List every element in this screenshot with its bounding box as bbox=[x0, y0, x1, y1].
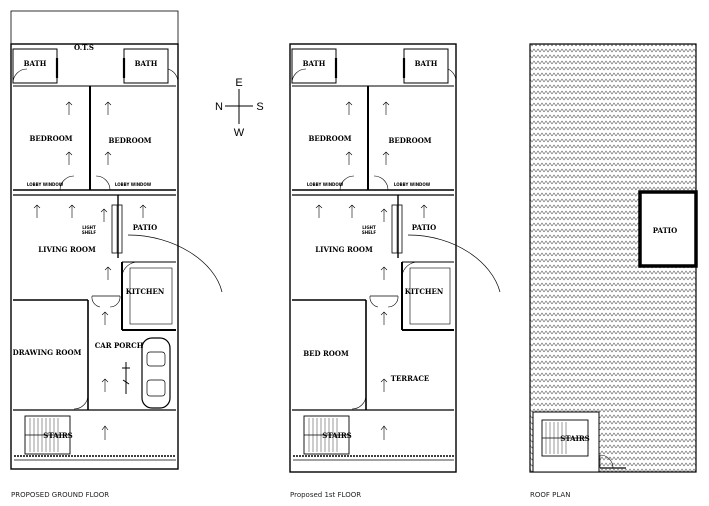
roof-plan-caption: ROOF PLAN bbox=[530, 491, 570, 499]
ground-kitchen-label: KITCHEN bbox=[126, 287, 165, 296]
compass-n: N bbox=[215, 101, 223, 113]
ground-bath-right-label: BATH bbox=[135, 59, 158, 68]
ground-drawing-label: DRAWING ROOM bbox=[13, 348, 82, 357]
first-living-label: LIVING ROOM bbox=[315, 245, 373, 254]
ground-bath-left-label: BATH bbox=[24, 59, 47, 68]
outer-wall bbox=[10, 43, 179, 470]
compass-w: W bbox=[234, 127, 245, 139]
first-window-right-label: LOBBY WINDOW bbox=[394, 182, 431, 187]
ground-car-porch-label: CAR PORCH bbox=[95, 341, 144, 350]
ground-living-label: LIVING ROOM bbox=[38, 245, 96, 254]
first-terrace-label: TERRACE bbox=[391, 374, 430, 383]
outer-wall-first bbox=[289, 43, 457, 473]
first-bath-right-label: BATH bbox=[415, 59, 438, 68]
compass-e: E bbox=[235, 77, 242, 89]
ground-floor-plan bbox=[10, 10, 223, 470]
ground-bedroom-right-label: BEDROOM bbox=[108, 136, 151, 145]
ground-stairs-label: STAIRS bbox=[43, 431, 72, 440]
roof-plan bbox=[529, 43, 698, 473]
ground-ots-label: O.T.S bbox=[74, 43, 94, 52]
first-bedroom-right-label: BEDROOM bbox=[388, 136, 431, 145]
ground-light-shelf-label-2: SHELF bbox=[82, 230, 97, 235]
first-floor-plan bbox=[289, 43, 501, 473]
first-floor-labels: BATH BATH BEDROOM BEDROOM LOBBY WINDOW L… bbox=[290, 59, 444, 499]
ground-window-left-label: LOBBY WINDOW bbox=[27, 182, 64, 187]
first-patio-label: PATIO bbox=[412, 223, 436, 232]
first-bath-left-label: BATH bbox=[303, 59, 326, 68]
first-light-shelf-label-2: SHELF bbox=[362, 230, 377, 235]
roof-patio-label: PATIO bbox=[653, 226, 677, 235]
ground-light-shelf-label: LIGHT bbox=[82, 225, 96, 230]
first-bedroom-left-label: BEDROOM bbox=[308, 134, 351, 143]
roof-plan-labels: PATIO STAIRS ROOF PLAN bbox=[530, 226, 677, 499]
first-bed-room-label: BED ROOM bbox=[303, 349, 349, 358]
roof-patio-opening bbox=[638, 190, 698, 268]
ots-area bbox=[10, 10, 179, 45]
first-kitchen-label: KITCHEN bbox=[405, 287, 444, 296]
compass-rose: E N S W bbox=[215, 77, 264, 139]
ground-window-right-label: LOBBY WINDOW bbox=[115, 182, 152, 187]
first-light-shelf-label: LIGHT bbox=[362, 225, 376, 230]
ground-floor-labels: O.T.S BATH BATH BEDROOM BEDROOM LOBBY WI… bbox=[11, 43, 165, 499]
motorbike-icon bbox=[122, 362, 130, 394]
first-stairs-label: STAIRS bbox=[322, 431, 351, 440]
roof-stairs-label: STAIRS bbox=[560, 434, 589, 443]
ground-bedroom-left-label: BEDROOM bbox=[29, 134, 72, 143]
first-window-left-label: LOBBY WINDOW bbox=[307, 182, 344, 187]
car-icon bbox=[141, 337, 171, 409]
compass-s: S bbox=[256, 101, 263, 113]
first-floor-caption: Proposed 1st FLOOR bbox=[290, 491, 361, 499]
ground-patio-label: PATIO bbox=[133, 223, 157, 232]
ground-floor-caption: PROPOSED GROUND FLOOR bbox=[11, 491, 109, 499]
